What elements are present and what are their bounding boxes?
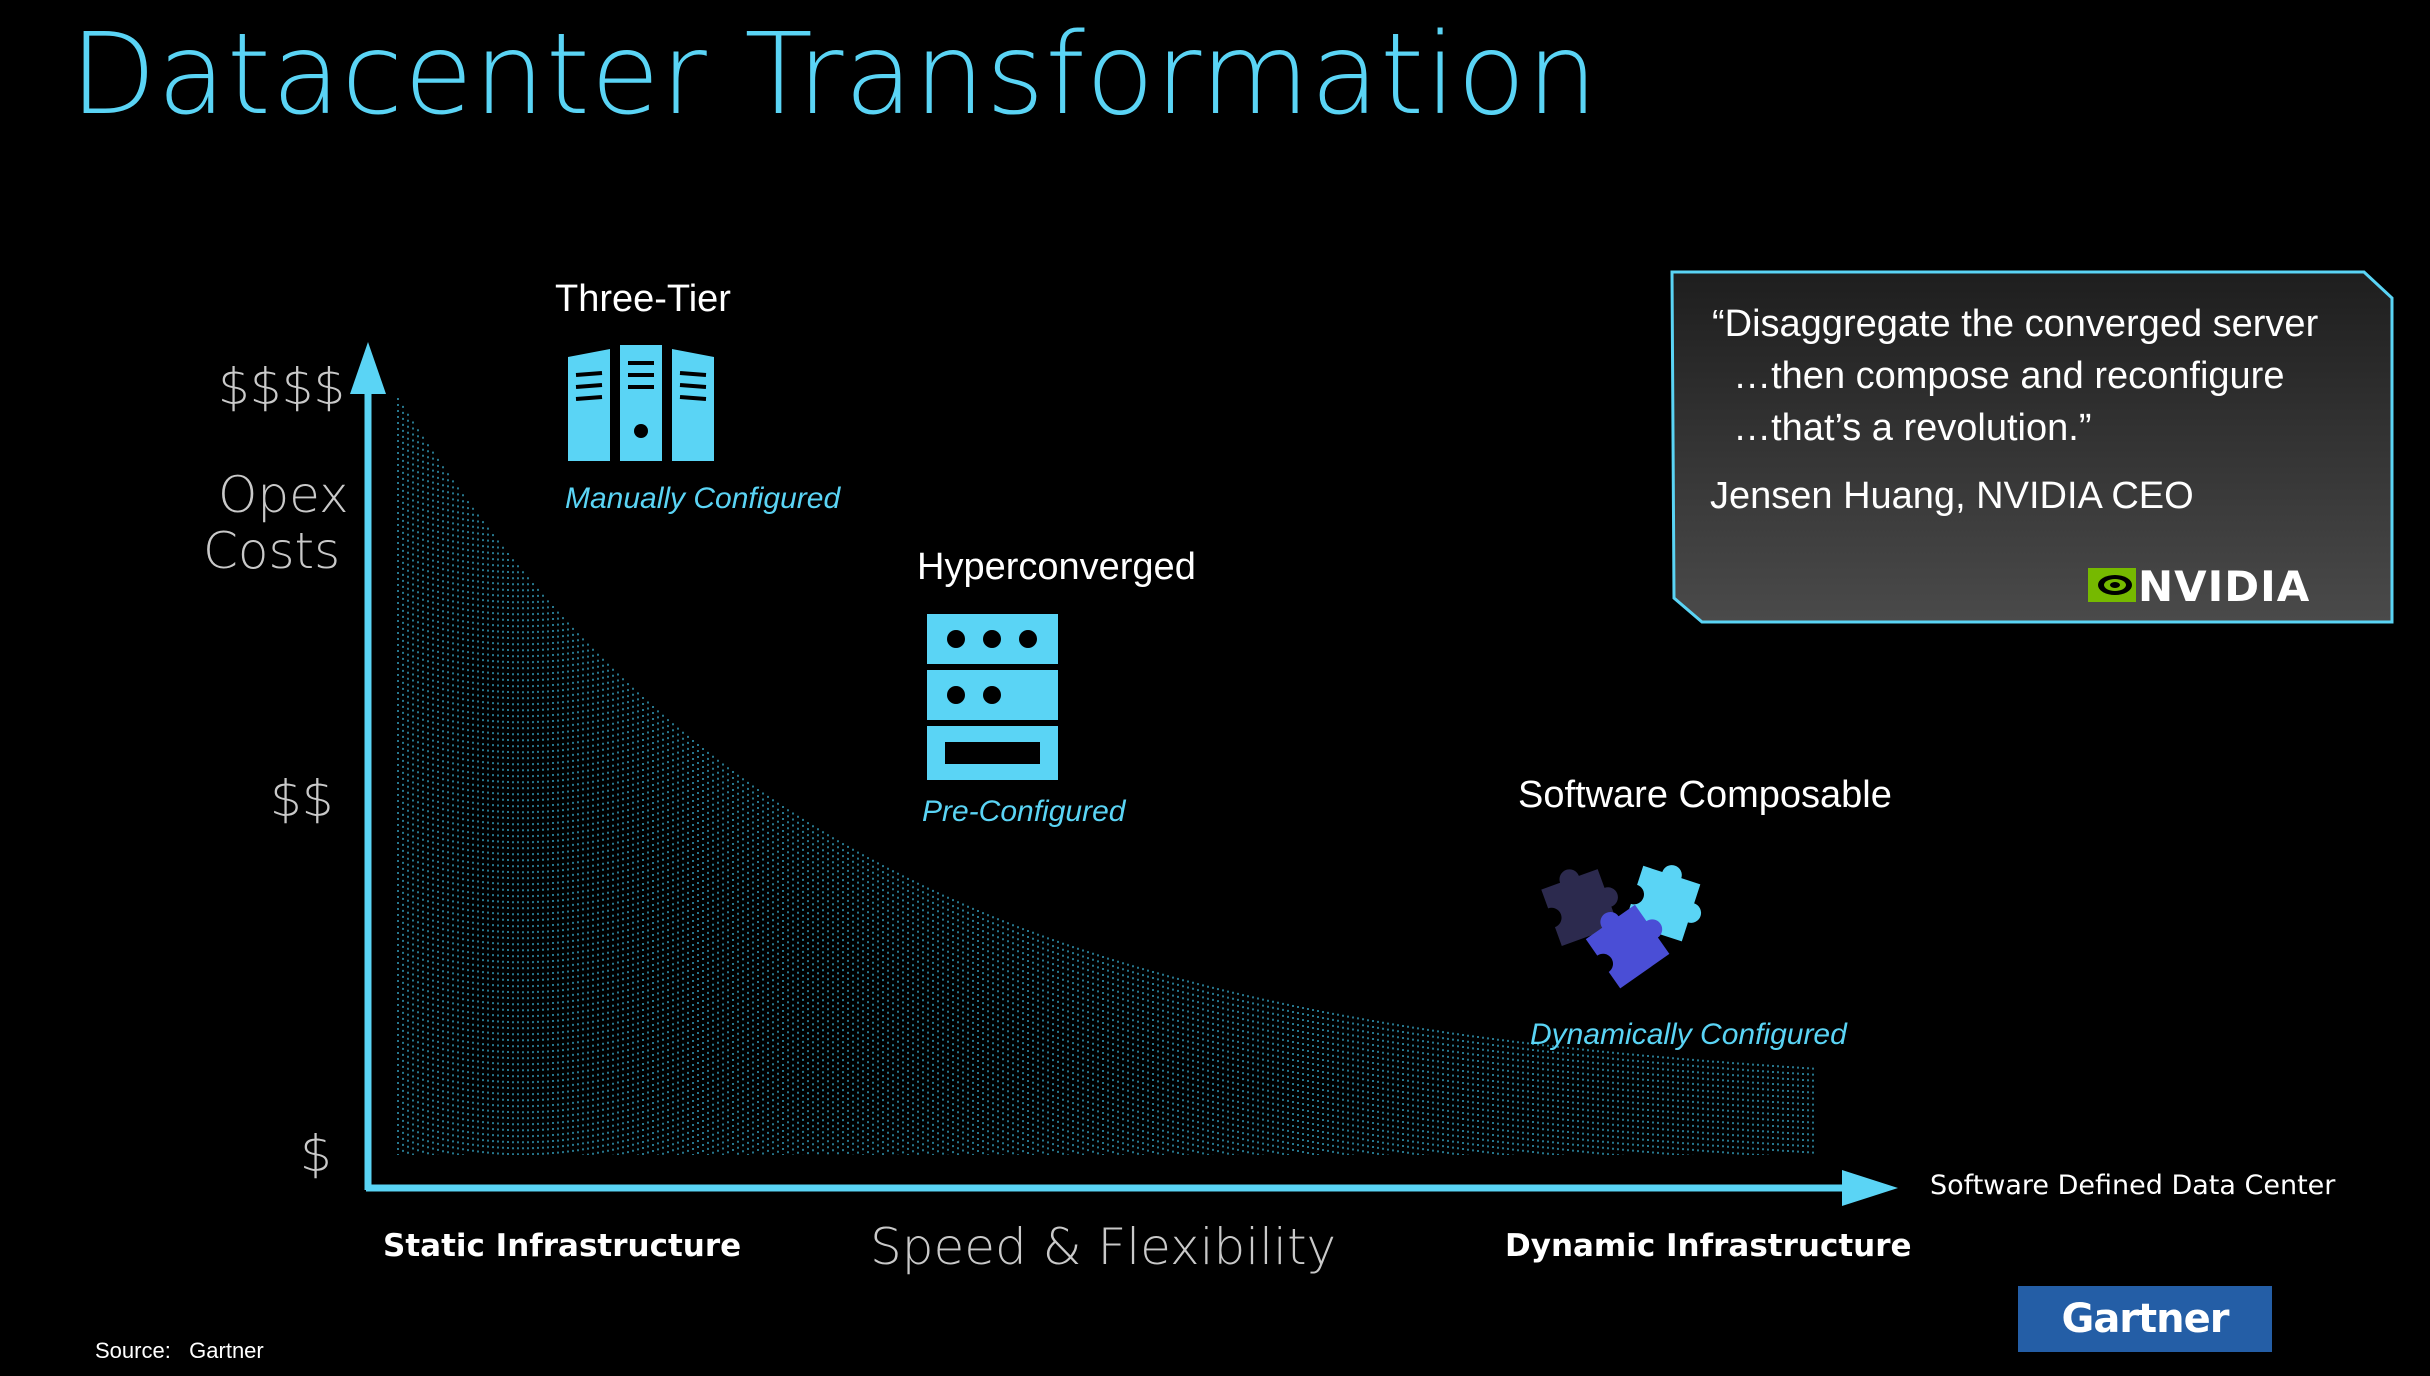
gartner-logo-text: Gartner: [2061, 1296, 2229, 1342]
stage-caption-pre-configured: Pre-Configured: [922, 795, 1126, 828]
cost-curve-area: [397, 398, 1814, 1155]
hyperconverged-node-icon: [927, 614, 1058, 780]
gartner-logo: Gartner: [2018, 1286, 2272, 1352]
y-axis-arrow-icon: [350, 342, 386, 394]
y-axis-top-label: $$$$: [218, 358, 346, 416]
nvidia-logo-text: NVIDIA: [2138, 562, 2311, 611]
stage-title-software-composable: Software Composable: [1518, 774, 1892, 816]
x-axis-right-end: Dynamic Infrastructure: [1505, 1228, 1912, 1264]
x-axis-name: Speed & Flexibility: [870, 1218, 1337, 1276]
y-axis-bottom-label: $: [300, 1125, 332, 1183]
x-axis-arrow-icon: [1842, 1170, 1898, 1206]
stage-title-three-tier: Three-Tier: [555, 278, 731, 320]
quote-box: [1670, 270, 2394, 624]
y-axis-middle-label: $$: [270, 770, 334, 828]
y-axis-name-line2: Costs: [203, 522, 341, 580]
source-note: Source: Gartner: [95, 1338, 264, 1363]
stage-title-hyperconverged: Hyperconverged: [917, 546, 1196, 588]
server-rack-icon: [568, 345, 714, 461]
nvidia-eye-icon: [2088, 568, 2136, 602]
puzzle-pieces-icon: [1541, 865, 1702, 989]
slide-title: Datacenter Transformation: [70, 10, 1599, 140]
stage-caption-dynamically-configured: Dynamically Configured: [1530, 1018, 1847, 1051]
quote-text: “Disaggregate the converged server …then…: [1712, 303, 2319, 449]
y-axis-name-line1: Opex: [218, 466, 349, 524]
quote-author: Jensen Huang, NVIDIA CEO: [1710, 475, 2194, 517]
stage-caption-manually-configured: Manually Configured: [565, 482, 841, 515]
x-axis-arrow-label: Software Defined Data Center: [1930, 1170, 2336, 1201]
x-axis-left-end: Static Infrastructure: [383, 1228, 742, 1264]
